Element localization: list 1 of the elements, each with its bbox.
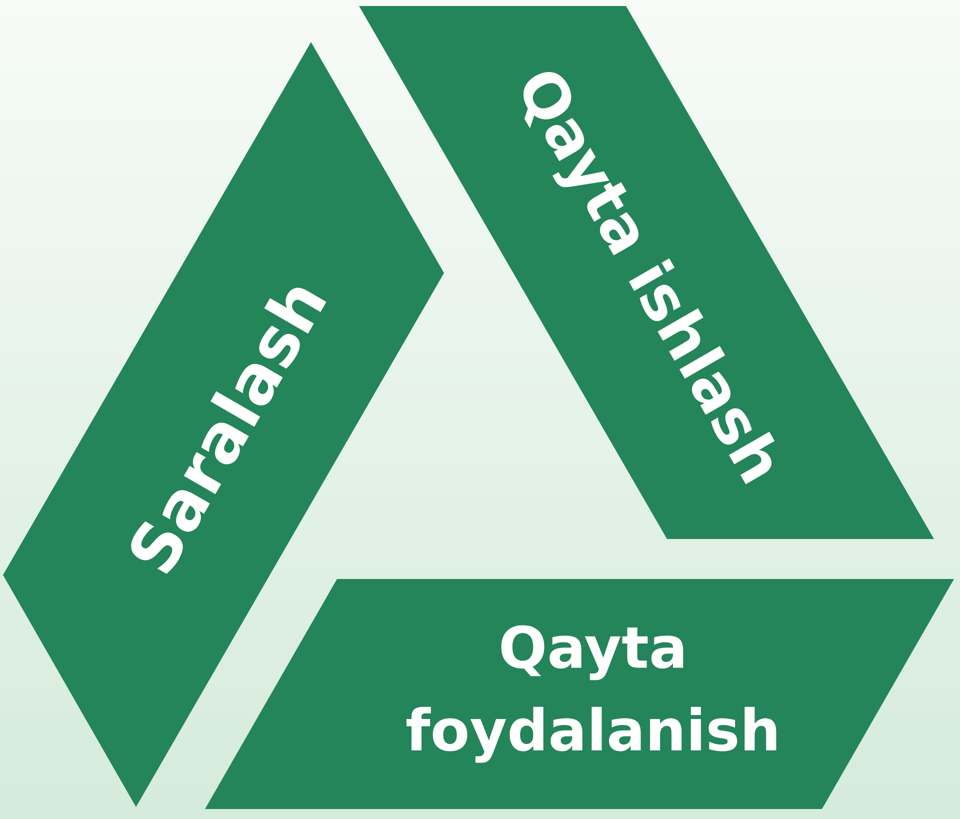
parallelogram-band: Qayta foydalanish <box>205 579 954 809</box>
